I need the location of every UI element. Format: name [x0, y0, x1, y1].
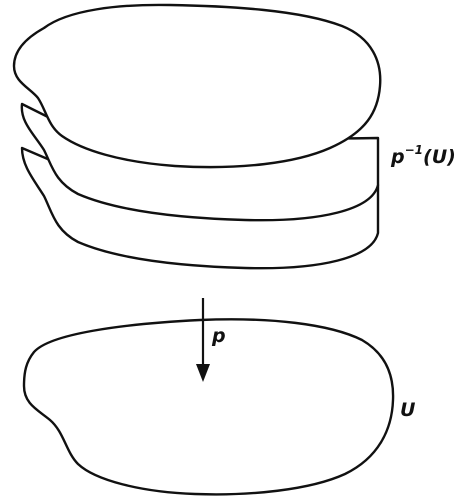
map-label: p: [211, 325, 226, 347]
base-region: [24, 319, 393, 494]
preimage-label: p−1(U): [390, 143, 456, 168]
preimage-label-set: (U): [423, 146, 456, 168]
preimage-label-p: p: [390, 146, 405, 168]
base-label: U: [400, 399, 416, 421]
preimage-label-exponent: −1: [405, 143, 423, 157]
